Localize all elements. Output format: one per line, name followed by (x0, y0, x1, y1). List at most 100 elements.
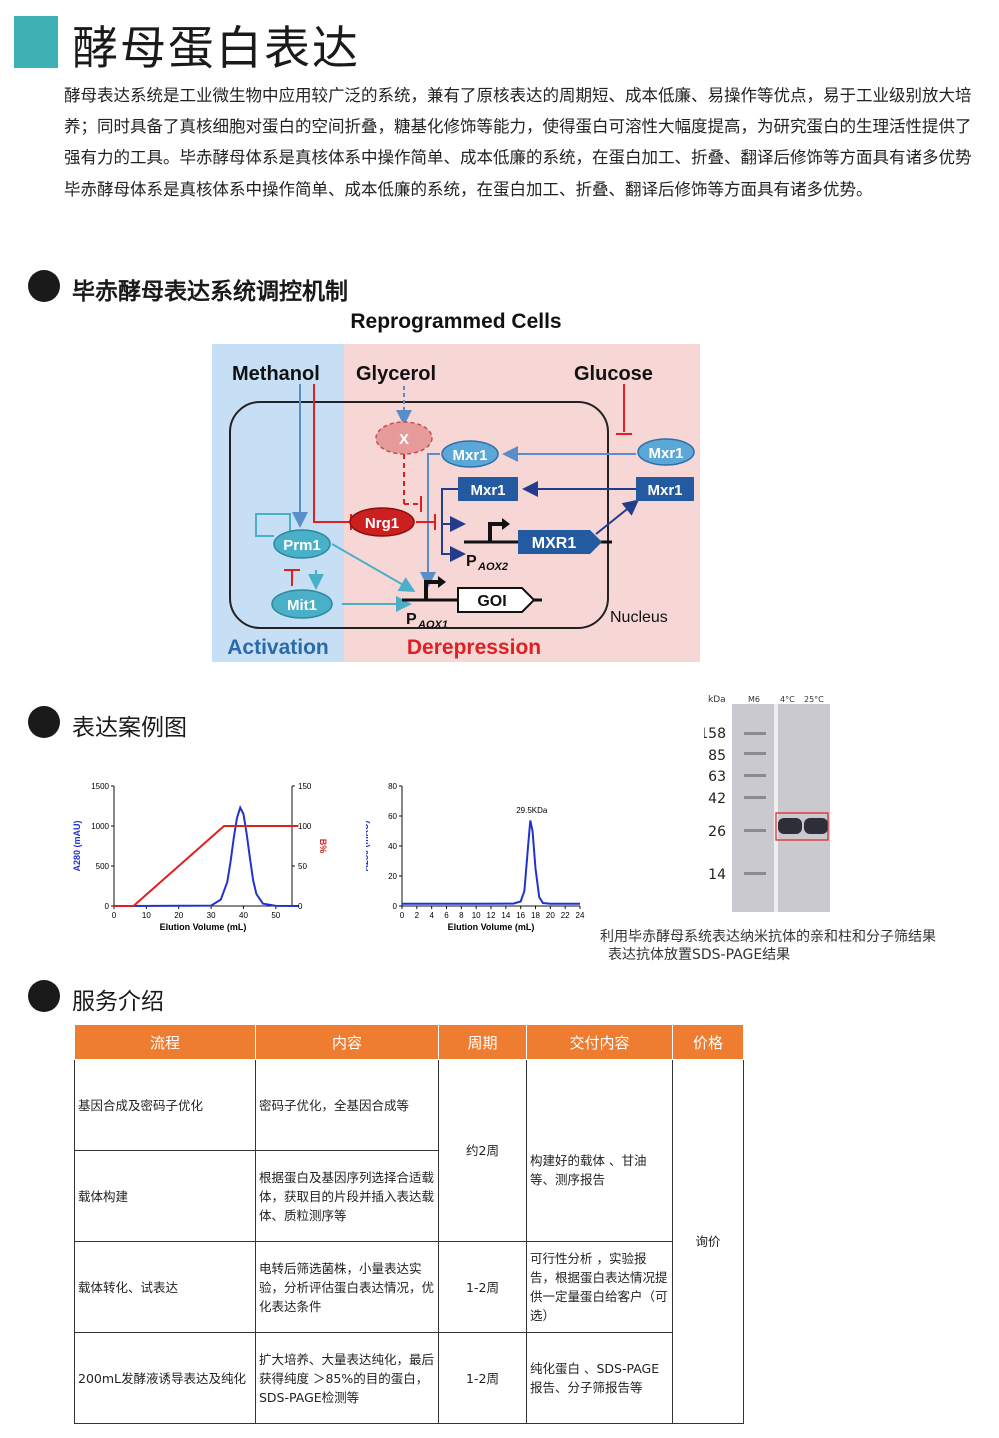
y-tick-label: 20 (388, 872, 397, 881)
x-tick-label: 12 (487, 911, 496, 920)
svg-text:Activation: Activation (227, 636, 329, 659)
y-tick-label: 80 (388, 782, 397, 791)
x-tick-label: 2 (415, 911, 420, 920)
x-axis-label: Elution Volume (mL) (448, 922, 535, 932)
x-tick-label: 30 (207, 911, 216, 920)
y2-tick-label: 50 (298, 862, 307, 871)
regulation-diagram: Reprogrammed Cells Methanol Glycerol Glu… (212, 310, 700, 662)
th-price: 价格 (672, 1024, 744, 1060)
gel-band-25c (804, 818, 828, 834)
svg-text:Nucleus: Nucleus (610, 609, 668, 626)
series-line (114, 825, 299, 907)
th-delivery: 交付内容 (526, 1024, 673, 1060)
y-tick-label: 40 (388, 842, 397, 851)
label-glucose: Glucose (574, 363, 653, 385)
svg-text:GOI: GOI (477, 593, 506, 610)
mxr1-node-left (441, 440, 499, 468)
title-accent-bar (14, 16, 58, 68)
y-tick-label: 500 (96, 862, 110, 871)
svg-text:AOX1: AOX1 (417, 619, 448, 631)
label-glycerol: Glycerol (356, 363, 436, 385)
section-bullet (28, 980, 60, 1012)
x-tick-label: 22 (561, 911, 570, 920)
svg-text:AOX2: AOX2 (477, 561, 508, 573)
svg-text:kDa: kDa (708, 695, 726, 705)
svg-text:X: X (399, 431, 409, 448)
x-tick-label: 18 (531, 911, 540, 920)
y2-tick-label: 0 (298, 902, 303, 911)
sds-page-gel: kDa M6 4°C 25°C 158 85 63 42 26 14 (704, 695, 830, 912)
goi-gene (457, 587, 536, 613)
svg-text:Mit1: Mit1 (287, 597, 317, 614)
svg-text:4°C: 4°C (780, 695, 795, 704)
svg-text:Mxr1: Mxr1 (470, 482, 505, 499)
svg-text:Nrg1: Nrg1 (365, 515, 399, 532)
svg-text:25°C: 25°C (804, 695, 824, 704)
svg-text:M6: M6 (748, 695, 760, 704)
svg-text:Mxr1: Mxr1 (647, 482, 682, 499)
series-line (402, 820, 580, 905)
svg-text:85: 85 (708, 748, 726, 764)
x-tick-label: 0 (112, 911, 117, 920)
x-tick-label: 10 (472, 911, 481, 920)
series-line (113, 804, 299, 907)
x-tick-label: 8 (459, 911, 464, 920)
y-tick-label: 0 (105, 902, 110, 911)
table-row: 载体构建 根据蛋白及基因序列选择合适载体，获取目的片段并插入表达载体、质粒测序等 (74, 1150, 744, 1242)
svg-text:14: 14 (708, 867, 726, 883)
th-content: 内容 (255, 1024, 439, 1060)
x-tick-label: 50 (271, 911, 280, 920)
x-axis-label: Elution Volume (mL) (160, 922, 247, 932)
x-tick-label: 14 (501, 911, 510, 920)
mit1-node (271, 589, 333, 619)
svg-text:P: P (466, 553, 477, 570)
x-tick-label: 24 (576, 911, 585, 920)
figure-caption-1: 利用毕赤酵母系统表达纳米抗体的亲和柱和分子筛结果 (600, 929, 936, 945)
mxr1-node-right (637, 438, 695, 466)
x-tick-label: 10 (142, 911, 151, 920)
section-bullet (28, 706, 60, 738)
intro-paragraph: 酵母表达系统是工业微生物中应用较广泛的系统，兼有了原核表达的周期短、成本低廉、易… (64, 86, 972, 199)
prm1-node (273, 529, 331, 559)
mxr1-box-left (458, 477, 518, 501)
gel-band-4c (778, 818, 802, 834)
x-node (375, 421, 433, 455)
svg-text:Mxr1: Mxr1 (452, 447, 487, 464)
figure-caption-2: 表达抗体放置SDS-PAGE结果 (608, 947, 791, 963)
y-tick-label: 1500 (91, 782, 109, 791)
mxr1-box-right (636, 477, 694, 501)
nrg1-node (349, 507, 415, 537)
svg-text:Mxr1: Mxr1 (648, 445, 683, 462)
y-axis-label: A280 (mAU) (72, 820, 82, 871)
y-axis-label: A280 (mAU) (366, 820, 370, 871)
y2-axis-label: B% (318, 839, 328, 854)
svg-text:63: 63 (708, 769, 726, 785)
svg-text:Derepression: Derepression (407, 636, 541, 659)
table-row: 200mL发酵液诱导表达及纯化 扩大培养、大量表达纯化，最后获得纯度 ＞85%的… (74, 1332, 744, 1424)
label-methanol: Methanol (232, 363, 320, 385)
table-row: 基因合成及密码子优化 密码子优化，全基因合成等 约2周 构建好的载体 、甘油等、… (74, 1059, 744, 1424)
section-title-mechanism: 毕赤酵母表达系统调控机制 (72, 279, 348, 305)
table-row: 载体转化、试表达 电转后筛选菌株，小量表达实验，分析评估蛋白表达情况，优化表达条… (74, 1241, 744, 1333)
x-tick-label: 0 (400, 911, 405, 920)
svg-text:MXR1: MXR1 (532, 535, 577, 552)
x-tick-label: 20 (546, 911, 555, 920)
y2-tick-label: 100 (298, 822, 312, 831)
mxr1-gene (518, 530, 602, 554)
x-tick-label: 4 (429, 911, 434, 920)
svg-text:42: 42 (708, 791, 726, 807)
page-title: 酵母蛋白表达 (72, 21, 360, 75)
section-bullet (28, 270, 60, 302)
table-header-row: 流程 内容 周期 交付内容 价格 (74, 1024, 744, 1060)
th-period: 周期 (438, 1024, 527, 1060)
y-tick-label: 0 (393, 902, 398, 911)
diagram-title: Reprogrammed Cells (350, 310, 561, 333)
x-tick-label: 6 (444, 911, 449, 920)
y-tick-label: 60 (388, 812, 397, 821)
y-tick-label: 1000 (91, 822, 109, 831)
th-process: 流程 (74, 1024, 256, 1060)
svg-text:P: P (406, 611, 417, 628)
svg-text:Prm1: Prm1 (283, 537, 321, 554)
